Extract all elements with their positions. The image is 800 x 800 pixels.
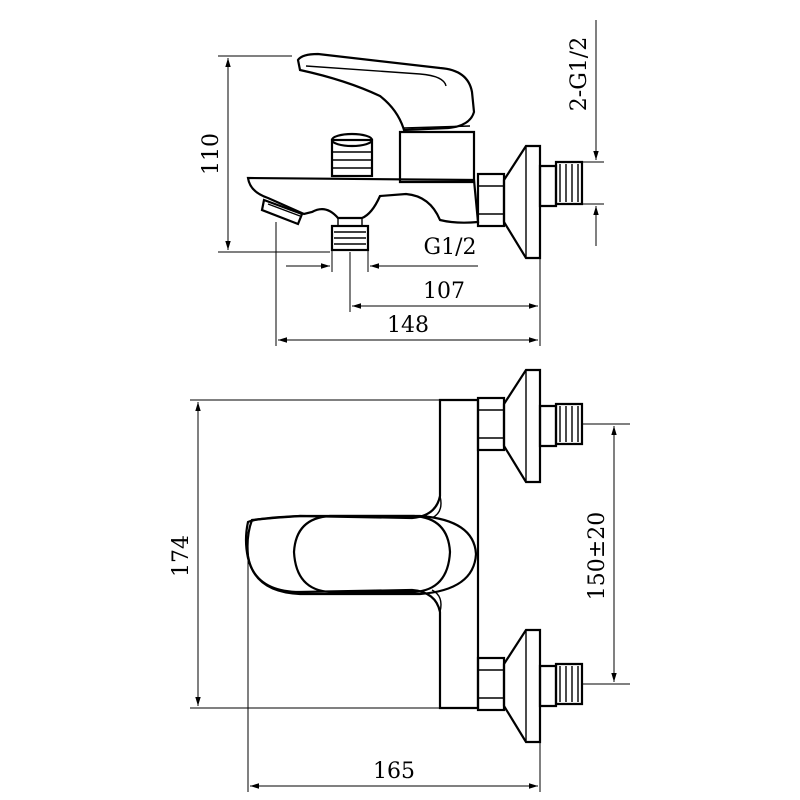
length-dimension-label: 174: [169, 535, 194, 577]
center-distance-label: 150±20: [585, 512, 610, 600]
inlet-thread-label: 2-G1/2: [567, 37, 592, 111]
top-view: 174 150±20 165: [169, 368, 630, 792]
wall-flange: [502, 144, 542, 260]
spout-depth-label: 107: [423, 279, 465, 304]
overall-depth-label: 148: [387, 313, 429, 338]
eccentric-connector: [538, 160, 584, 208]
diverter-knob: [330, 132, 374, 178]
hex-nut: [476, 172, 506, 228]
width-dimension-label: 165: [373, 759, 415, 784]
spout-body: [246, 176, 480, 224]
side-view: 110 2-G1/2 G1/2 107 148: [199, 20, 604, 346]
lower-outlet-thread: [330, 218, 370, 252]
height-dimension-label: 110: [199, 133, 224, 175]
handle-lever-top: [292, 514, 452, 594]
body-outline: [244, 398, 480, 710]
cartridge-body: [398, 130, 476, 184]
outlet-thread-label: G1/2: [424, 235, 477, 260]
upper-inlet-assembly: [476, 368, 584, 484]
spout-outlet: [260, 198, 304, 226]
handle-lever: [296, 52, 476, 132]
lower-inlet-assembly: [476, 628, 584, 744]
